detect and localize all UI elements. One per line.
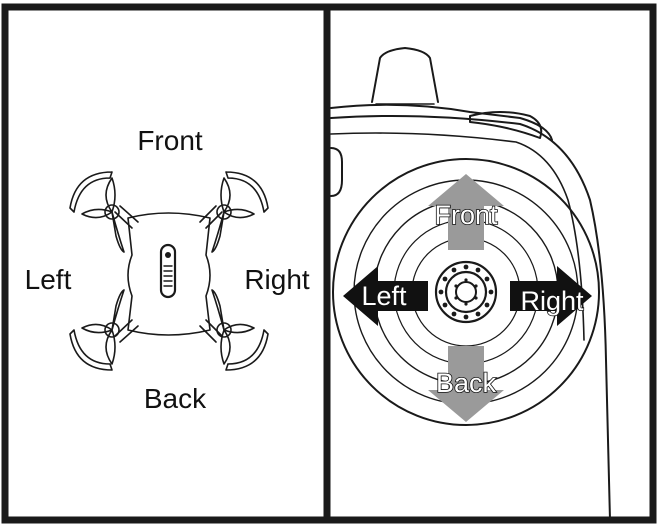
- left-panel-left-label: Left: [25, 264, 72, 295]
- drone-arm-back-right: [199, 319, 223, 343]
- joystick-knob-outer: [434, 260, 498, 324]
- joystick-outer-ring: [332, 158, 600, 426]
- arrow-up: [428, 174, 504, 250]
- left-panel-right-label: Right: [244, 264, 310, 295]
- right-panel-border: [323, 3, 657, 524]
- drone-arm-front-right: [199, 205, 223, 229]
- drone-guard-back-right: [225, 329, 269, 371]
- drone-body: [127, 212, 211, 336]
- drone-propeller-back-right: [211, 289, 255, 365]
- controller-shoulder-knob: [371, 47, 439, 103]
- arrow-right: [510, 266, 592, 326]
- drone-guard-back-left: [69, 329, 113, 371]
- joystick-knob-grip: [438, 264, 494, 320]
- drone-propeller-back-left: [81, 289, 125, 365]
- controller-shoulder-button: [469, 111, 543, 139]
- drone-guard-front-left: [69, 171, 113, 213]
- arrow-down: [428, 346, 504, 422]
- drone-guard-front-right: [225, 171, 269, 213]
- left-panel-front-label: Front: [137, 125, 203, 156]
- drone-motor-front-right: [216, 204, 232, 220]
- right-panel-right-label: Right: [520, 286, 584, 316]
- drone-motor-back-right: [216, 322, 232, 338]
- drone-motor-front-left: [104, 204, 120, 220]
- left-panel: Front Back Left Right: [1, 3, 331, 524]
- controller-side-notch: [330, 147, 343, 197]
- drone-propeller-front-left: [81, 177, 125, 253]
- controller-top-edge: [330, 103, 553, 141]
- left-panel-back-label: Back: [144, 383, 207, 414]
- drone-motor-back-left: [104, 322, 120, 338]
- arrow-left: [343, 266, 428, 326]
- right-panel: Front Back Left Right: [323, 3, 657, 524]
- right-panel-back-label: Back: [436, 368, 497, 398]
- drone-propeller-front-right: [211, 177, 255, 253]
- right-panel-front-label: Front: [434, 200, 498, 230]
- joystick-knob-mid: [444, 270, 488, 314]
- joystick-knob-inner: [455, 281, 477, 303]
- controller-shell-inner: [330, 132, 585, 341]
- controller-shell: [330, 115, 611, 521]
- right-panel-left-label: Left: [361, 281, 407, 311]
- quadcopter-drone-icon: [69, 171, 269, 371]
